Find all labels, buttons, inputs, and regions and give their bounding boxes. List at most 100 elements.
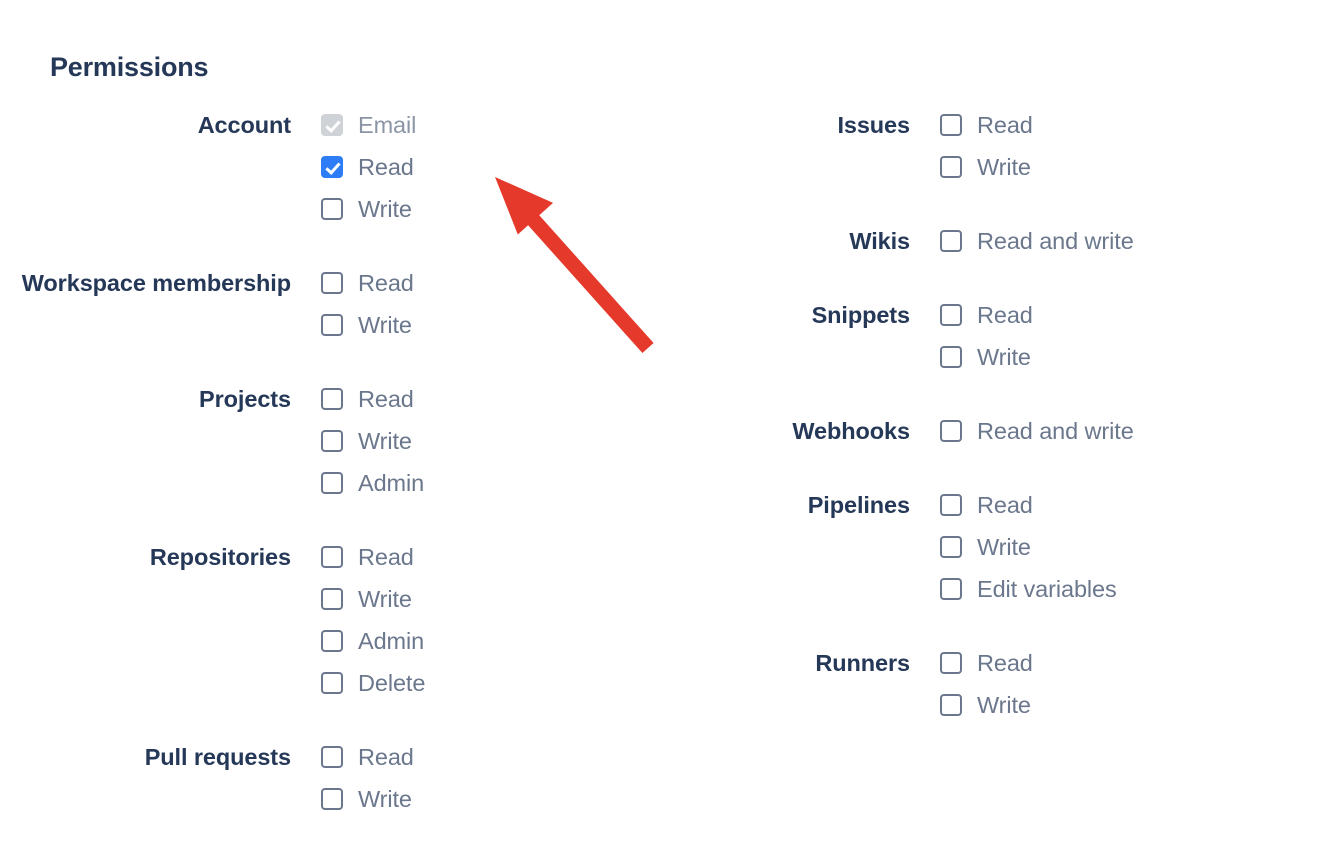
permission-option-issues-read[interactable]: Read	[940, 104, 1322, 146]
permission-option-label[interactable]: Write	[358, 196, 412, 222]
permission-option-label[interactable]: Read	[977, 112, 1033, 138]
checkbox-checked-icon[interactable]	[321, 156, 343, 178]
permission-option-webhooks-read-and-write[interactable]: Read and write	[940, 410, 1322, 452]
permission-option-repositories-admin[interactable]: Admin	[321, 620, 660, 662]
permission-option-runners-write[interactable]: Write	[940, 684, 1322, 726]
permission-option-label[interactable]: Write	[977, 154, 1031, 180]
permission-option-pipelines-edit-variables[interactable]: Edit variables	[940, 568, 1322, 610]
permission-option-label[interactable]: Admin	[358, 470, 425, 496]
checkbox-unchecked-icon[interactable]	[940, 536, 962, 558]
permission-option-pipelines-read[interactable]: Read	[940, 484, 1322, 526]
permission-option-label[interactable]: Edit variables	[977, 576, 1117, 602]
permission-option-repositories-read[interactable]: Read	[321, 536, 660, 578]
permission-option-repositories-write[interactable]: Write	[321, 578, 660, 620]
permission-option-runners-read[interactable]: Read	[940, 642, 1322, 684]
permission-option-label[interactable]: Read and write	[977, 418, 1134, 444]
permission-option-snippets-read[interactable]: Read	[940, 294, 1322, 336]
permission-option-account-read[interactable]: Read	[321, 146, 660, 188]
permission-option-label[interactable]: Admin	[358, 628, 425, 654]
permission-option-label[interactable]: Write	[358, 586, 412, 612]
permission-group-title: Runners	[815, 650, 910, 676]
permission-option-label[interactable]: Read and write	[977, 228, 1134, 254]
permission-option-projects-write[interactable]: Write	[321, 420, 660, 462]
checkbox-unchecked-icon[interactable]	[321, 746, 343, 768]
permission-option-workspace-membership-write[interactable]: Write	[321, 304, 660, 346]
permission-option-account-write[interactable]: Write	[321, 188, 660, 230]
permission-option-projects-admin[interactable]: Admin	[321, 462, 660, 504]
checkbox-unchecked-icon[interactable]	[940, 156, 962, 178]
checkbox-unchecked-icon[interactable]	[321, 472, 343, 494]
permission-option-label[interactable]: Delete	[358, 670, 426, 696]
permission-option-label[interactable]: Read	[358, 270, 414, 296]
checkbox-unchecked-icon[interactable]	[321, 588, 343, 610]
permission-option-label[interactable]: Read	[977, 492, 1033, 518]
permission-option-wikis-read-and-write[interactable]: Read and write	[940, 220, 1322, 262]
checkbox-unchecked-icon[interactable]	[321, 272, 343, 294]
checkbox-unchecked-icon[interactable]	[321, 546, 343, 568]
checkbox-unchecked-icon[interactable]	[940, 578, 962, 600]
permission-group-title: Projects	[199, 386, 291, 412]
permission-option-pipelines-write[interactable]: Write	[940, 526, 1322, 568]
permission-option-label[interactable]: Write	[358, 786, 412, 812]
checkbox-unchecked-icon[interactable]	[321, 198, 343, 220]
permission-option-label[interactable]: Write	[977, 344, 1031, 370]
permission-option-label[interactable]: Read	[358, 386, 414, 412]
checkbox-unchecked-icon[interactable]	[940, 494, 962, 516]
permission-option-workspace-membership-read[interactable]: Read	[321, 262, 660, 304]
permission-option-projects-read[interactable]: Read	[321, 378, 660, 420]
checkbox-unchecked-icon[interactable]	[321, 788, 343, 810]
checkbox-unchecked-icon[interactable]	[940, 346, 962, 368]
checkbox-unchecked-icon[interactable]	[321, 672, 343, 694]
checkbox-unchecked-icon[interactable]	[940, 652, 962, 674]
permission-option-label[interactable]: Read	[358, 744, 414, 770]
permission-option-label[interactable]: Write	[358, 312, 412, 338]
checkbox-unchecked-icon[interactable]	[321, 430, 343, 452]
permission-group-title: Pull requests	[144, 744, 291, 770]
permission-group-title: Wikis	[849, 228, 910, 254]
checkbox-unchecked-icon[interactable]	[321, 388, 343, 410]
permission-option-label[interactable]: Write	[977, 534, 1031, 560]
page-title: Permissions	[50, 52, 209, 82]
permission-group-title: Repositories	[149, 544, 291, 570]
checkbox-unchecked-icon[interactable]	[940, 230, 962, 252]
permission-option-label[interactable]: Write	[358, 428, 412, 454]
checkbox-unchecked-icon[interactable]	[321, 630, 343, 652]
permission-option-repositories-delete[interactable]: Delete	[321, 662, 660, 704]
permission-group-options: Read and write	[910, 410, 1322, 452]
permission-option-issues-write[interactable]: Write	[940, 146, 1322, 188]
permission-option-pull-requests-write[interactable]: Write	[321, 778, 660, 820]
permission-option-label[interactable]: Read	[358, 154, 414, 180]
checkbox-unchecked-icon[interactable]	[940, 420, 962, 442]
checkbox-unchecked-icon[interactable]	[940, 114, 962, 136]
permission-group-options: Read and write	[910, 220, 1322, 262]
permission-option-pull-requests-read[interactable]: Read	[321, 736, 660, 778]
permission-group-title: Snippets	[811, 302, 911, 328]
checkbox-unchecked-icon[interactable]	[940, 304, 962, 326]
permission-option-snippets-write[interactable]: Write	[940, 336, 1322, 378]
permission-group-title: Workspace membership	[21, 270, 291, 296]
permission-option-label[interactable]: Email	[358, 112, 417, 138]
checkbox-unchecked-icon[interactable]	[321, 314, 343, 336]
checkbox-unchecked-icon[interactable]	[940, 694, 962, 716]
permission-option-label[interactable]: Read	[358, 544, 414, 570]
permission-option-label[interactable]: Read	[977, 650, 1033, 676]
permission-option-account-email[interactable]: Email	[321, 104, 660, 146]
permission-option-label[interactable]: Read	[977, 302, 1033, 328]
permission-option-label[interactable]: Write	[977, 692, 1031, 718]
